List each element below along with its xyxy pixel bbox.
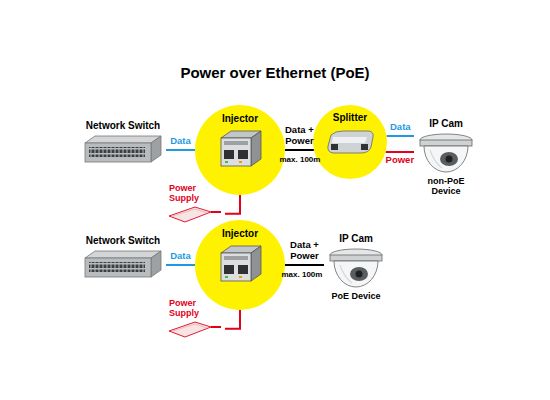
circle-fill [195, 220, 285, 310]
switch-illustration [83, 134, 163, 164]
splitter-circle: Splitter [313, 105, 387, 179]
power-supply-label: Power Supply [169, 183, 209, 204]
switch-illustration [83, 249, 163, 279]
ethernet-cable [285, 149, 314, 151]
ethernet-cable [166, 264, 195, 266]
injector-device [217, 243, 263, 285]
ip-camera: IP CamPoE Device [324, 233, 388, 301]
node-title: Injector [222, 228, 258, 240]
dome-camera [418, 132, 474, 174]
node-title: IP Cam [339, 233, 373, 245]
edge-label: Data [390, 122, 411, 133]
power-supply-adapter [165, 319, 221, 339]
network-switch: Network Switch [80, 235, 166, 279]
ip-camera: IP Cam non-PoE Device [414, 118, 478, 196]
injector-circle: Injector [195, 105, 285, 195]
node-title: Network Switch [86, 235, 160, 247]
power-supply: Power Supply [165, 183, 225, 224]
distance-note: max. 100m [282, 270, 323, 279]
edge-label: Data [170, 251, 191, 262]
dome-camera [328, 247, 384, 289]
device-type: PoE Device [330, 291, 382, 301]
power-supply-label: Power Supply [169, 298, 209, 319]
edge-label: Data + Power [284, 240, 326, 262]
power-cable [225, 195, 240, 214]
diagram-title: Power over Ethernet (PoE) [0, 64, 550, 81]
injector-device [217, 128, 263, 170]
ethernet-cable [386, 151, 414, 153]
splitter-device [325, 129, 375, 155]
node-title: Injector [222, 113, 258, 125]
power-cable [225, 310, 240, 329]
ethernet-cable [166, 149, 195, 151]
power-supply: Power Supply [165, 298, 225, 339]
node-title: IP Cam [429, 118, 463, 130]
edge-label: Power [386, 155, 415, 166]
node-title: Splitter [333, 112, 367, 124]
device-type: non-PoE Device [420, 176, 472, 197]
ethernet-cable [387, 135, 415, 137]
edge-label: Data + Power [278, 125, 320, 147]
edge-label: Data [170, 136, 191, 147]
ethernet-cable [285, 264, 324, 266]
injector-circle: Injector [195, 220, 285, 310]
distance-note: max. 100m [280, 155, 321, 164]
node-title: Network Switch [86, 120, 160, 132]
circle-fill [195, 105, 285, 195]
network-switch: Network Switch [80, 120, 166, 164]
power-supply-adapter [165, 204, 221, 224]
circle-fill [313, 105, 387, 179]
